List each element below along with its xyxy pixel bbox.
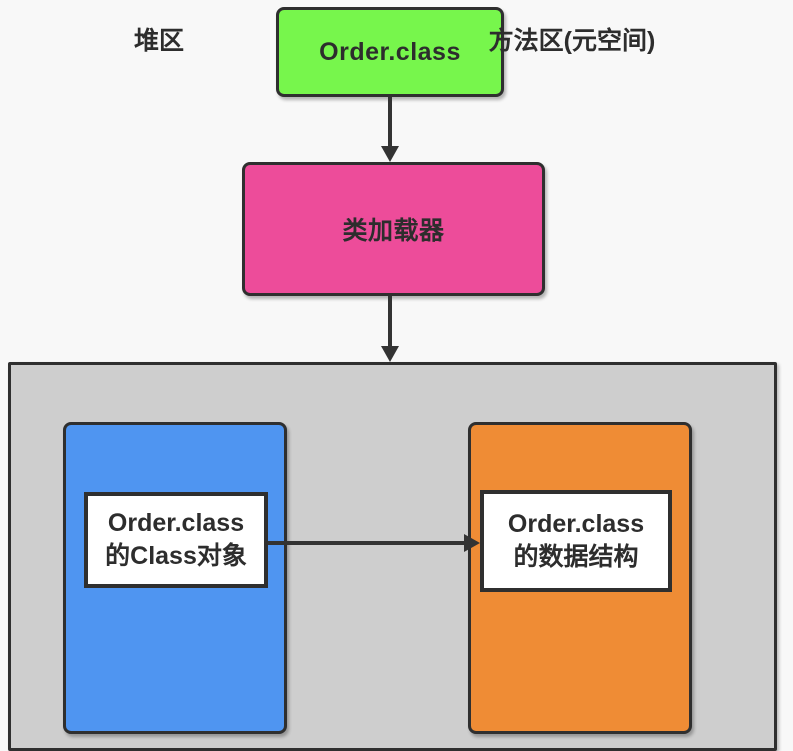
class-loader-label: 类加载器 xyxy=(342,217,445,245)
arrow-source-to-loader-head-icon xyxy=(381,146,399,162)
class-data-structure-label-line2: 的数据结构 xyxy=(513,543,639,571)
class-data-structure-label-line1: Order.class xyxy=(507,510,645,538)
order-class-file-label: Order.class xyxy=(319,37,461,66)
arrow-loader-to-memory-line xyxy=(388,296,392,347)
order-class-file-box: Order.class xyxy=(276,7,504,97)
class-object-box: Order.class 的Class对象 xyxy=(84,492,268,588)
class-data-structure-box: Order.class 的数据结构 xyxy=(480,490,672,592)
class-object-label-line1: Order.class xyxy=(107,509,245,537)
method-area-region-title: 方法区(元空间) xyxy=(488,27,656,55)
arrow-object-to-structure-head-icon xyxy=(464,534,480,552)
arrow-object-to-structure-line xyxy=(268,541,464,545)
heap-region-title: 堆区 xyxy=(133,27,184,55)
arrow-source-to-loader-line xyxy=(388,97,392,147)
arrow-loader-to-memory-head-icon xyxy=(381,346,399,362)
class-loader-box: 类加载器 xyxy=(242,162,545,296)
class-object-label-line2: 的Class对象 xyxy=(105,542,247,570)
